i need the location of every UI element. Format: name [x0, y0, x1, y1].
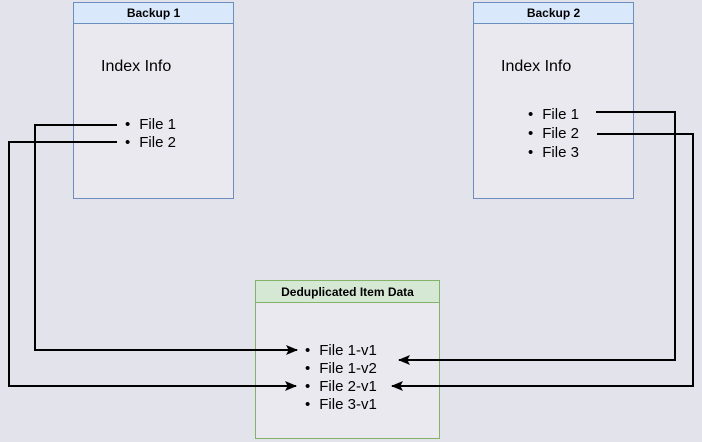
backup1-box: Backup 1 Index Info • File 1 • File 2	[73, 2, 234, 199]
dedup-item-file3-v1: File 3-v1	[319, 395, 377, 413]
bullet-icon: •	[125, 115, 131, 133]
list-item: • File 1	[125, 115, 176, 133]
backup1-index-info-label: Index Info	[101, 58, 172, 75]
list-item: • File 3	[528, 143, 579, 162]
backup1-file-list: • File 1 • File 2	[125, 115, 176, 151]
dedup-item-file1-v2: File 1-v2	[319, 359, 377, 377]
bullet-icon: •	[305, 395, 311, 413]
bullet-icon: •	[305, 341, 311, 359]
dedup-item-file2-v1: File 2-v1	[319, 377, 377, 395]
backup1-header: Backup 1	[74, 3, 233, 24]
bullet-icon: •	[305, 359, 311, 377]
backup2-index-info-label: Index Info	[501, 58, 572, 75]
dedup-item-list: • File 1-v1 • File 1-v2 • File 2-v1 • Fi…	[305, 341, 377, 413]
list-item: • File 2	[528, 124, 579, 143]
backup2-title: Backup 2	[526, 6, 581, 20]
list-item: • File 1	[528, 105, 579, 124]
backup2-file-list: • File 1 • File 2 • File 3	[528, 105, 579, 162]
backup1-title: Backup 1	[126, 6, 181, 20]
list-item: • File 2	[125, 133, 176, 151]
bullet-icon: •	[125, 133, 131, 151]
dedup-box: Deduplicated Item Data • File 1-v1 • Fil…	[255, 280, 440, 439]
backup2-file-3: File 3	[542, 144, 579, 161]
bullet-icon: •	[528, 125, 534, 142]
backup1-file-1: File 1	[139, 115, 176, 133]
backup1-file-2: File 2	[139, 133, 176, 151]
backup2-file-2: File 2	[542, 125, 579, 142]
list-item: • File 3-v1	[305, 395, 377, 413]
dedup-title: Deduplicated Item Data	[281, 284, 414, 299]
dedup-header: Deduplicated Item Data	[256, 281, 439, 303]
backup2-header: Backup 2	[474, 3, 633, 24]
list-item: • File 2-v1	[305, 377, 377, 395]
bullet-icon: •	[305, 377, 311, 395]
backup2-file-1: File 1	[542, 106, 579, 123]
dedup-item-file1-v1: File 1-v1	[319, 341, 377, 359]
bullet-icon: •	[528, 106, 534, 123]
bullet-icon: •	[528, 144, 534, 161]
backup2-box: Backup 2 Index Info • File 1 • File 2 • …	[473, 2, 634, 199]
list-item: • File 1-v1	[305, 341, 377, 359]
list-item: • File 1-v2	[305, 359, 377, 377]
